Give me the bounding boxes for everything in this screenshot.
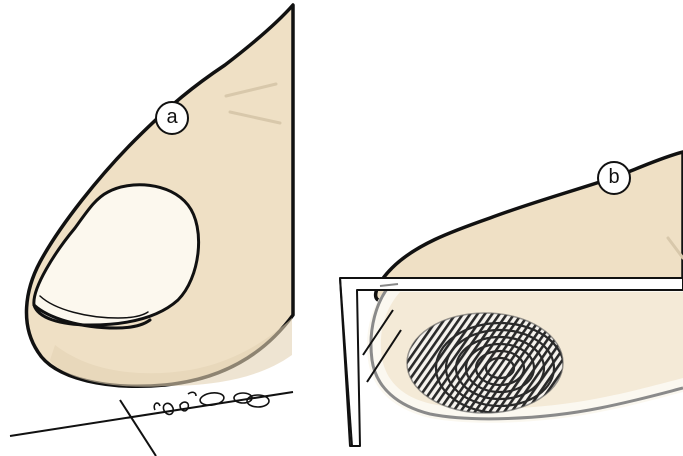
marker-b-label: b <box>608 166 619 188</box>
fingerprint-impression <box>407 313 564 413</box>
panel-b: b <box>340 152 683 446</box>
surface-line-a-cross <box>120 400 156 456</box>
surface-line-a <box>10 392 293 436</box>
marker-a-label: a <box>166 106 178 128</box>
fingernail <box>34 185 199 325</box>
marker-a: a <box>156 102 188 134</box>
panel-a: a <box>10 5 293 456</box>
marker-b: b <box>598 162 630 194</box>
